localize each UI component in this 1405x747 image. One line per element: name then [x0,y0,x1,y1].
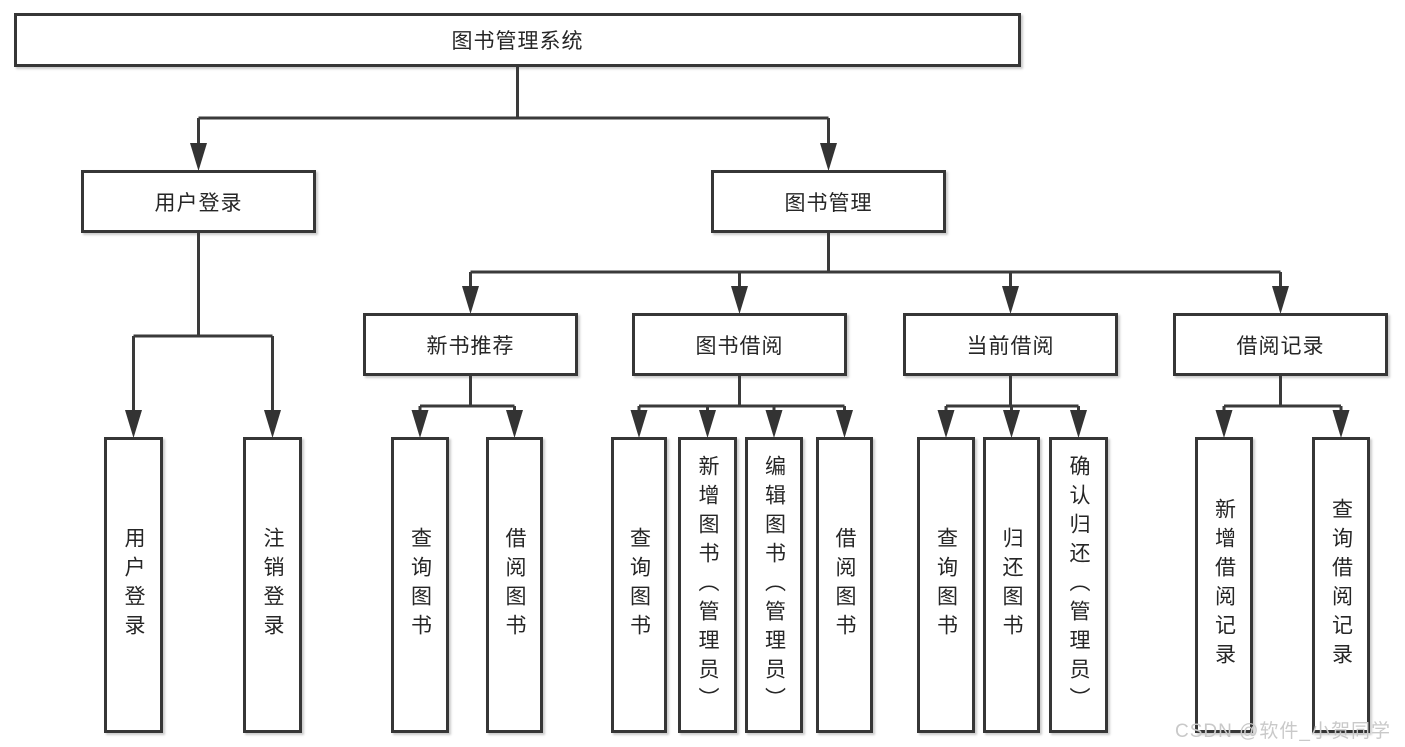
node-leaf-bb-borrow-book: 借阅图书 [816,437,873,733]
arrowhead-icon [125,410,142,438]
node-label-leaf-user-login: 用户登录 [122,527,145,643]
arrowhead-icon [1002,286,1019,314]
node-leaf-logout: 注销登录 [243,437,302,733]
node-leaf-cb-query-book: 查询图书 [917,437,975,733]
node-book-mgmt: 图书管理 [711,170,946,233]
arrowhead-icon [1003,410,1020,438]
node-label-current-borrow: 当前借阅 [966,334,1055,358]
arrowhead-icon [937,410,955,438]
arrowhead-icon [190,143,207,171]
arrowhead-icon [630,410,648,438]
node-leaf-bb-query-book: 查询图书 [611,437,667,733]
arrowhead-icon [264,410,281,438]
arrowhead-icon [731,286,748,314]
node-leaf-br-query-record: 查询借阅记录 [1312,437,1370,733]
node-current-borrow: 当前借阅 [903,313,1118,376]
arrowhead-icon [411,410,429,438]
node-leaf-user-login: 用户登录 [104,437,163,733]
arrowhead-icon [765,410,783,438]
node-label-root: 图书管理系统 [451,30,584,53]
node-label-leaf-rec-borrow-book: 借阅图书 [503,527,526,643]
node-label-book-mgmt: 图书管理 [784,191,873,215]
node-label-leaf-bb-query-book: 查询图书 [627,527,651,643]
node-label-borrow-records: 借阅记录 [1236,334,1325,358]
node-root: 图书管理系统 [14,13,1021,67]
arrowhead-icon [506,410,523,438]
node-label-leaf-bb-borrow-book: 借阅图书 [833,527,856,643]
node-label-user-login: 用户登录 [154,191,243,215]
arrowhead-icon [699,410,716,438]
node-label-book-borrow: 图书借阅 [695,334,784,358]
node-user-login: 用户登录 [81,170,316,233]
arrowhead-icon [1272,286,1289,314]
arrowhead-icon [462,286,479,314]
node-label-leaf-rec-query-book: 查询图书 [408,527,432,643]
arrowhead-icon [1215,410,1233,438]
arrowhead-icon [836,410,853,438]
node-label-leaf-bb-add-book: 新增图书（管理员） [696,454,719,716]
node-leaf-br-add-record: 新增借阅记录 [1195,437,1253,733]
node-book-borrow: 图书借阅 [632,313,847,376]
node-leaf-bb-add-book: 新增图书（管理员） [678,437,737,733]
node-leaf-cb-confirm-return: 确认归还（管理员） [1049,437,1108,733]
node-label-leaf-cb-return-book: 归还图书 [1000,527,1023,643]
node-label-leaf-logout: 注销登录 [261,527,284,643]
node-leaf-rec-borrow-book: 借阅图书 [486,437,543,733]
node-label-leaf-bb-edit-book: 编辑图书（管理员） [762,454,786,716]
watermark: CSDN @软件_小贺同学 [1175,721,1391,742]
node-label-leaf-br-query-record: 查询借阅记录 [1329,498,1353,672]
node-label-leaf-br-add-record: 新增借阅记录 [1212,498,1236,672]
node-label-leaf-cb-confirm-return: 确认归还（管理员） [1067,454,1090,716]
node-new-book-rec: 新书推荐 [363,313,578,376]
node-label-leaf-cb-query-book: 查询图书 [934,527,958,643]
node-label-new-book-rec: 新书推荐 [426,334,515,358]
node-leaf-rec-query-book: 查询图书 [391,437,449,733]
arrowhead-icon [1070,410,1087,438]
node-leaf-cb-return-book: 归还图书 [983,437,1040,733]
node-leaf-bb-edit-book: 编辑图书（管理员） [745,437,803,733]
arrowhead-icon [820,143,837,171]
node-borrow-records: 借阅记录 [1173,313,1388,376]
arrowhead-icon [1332,410,1350,438]
